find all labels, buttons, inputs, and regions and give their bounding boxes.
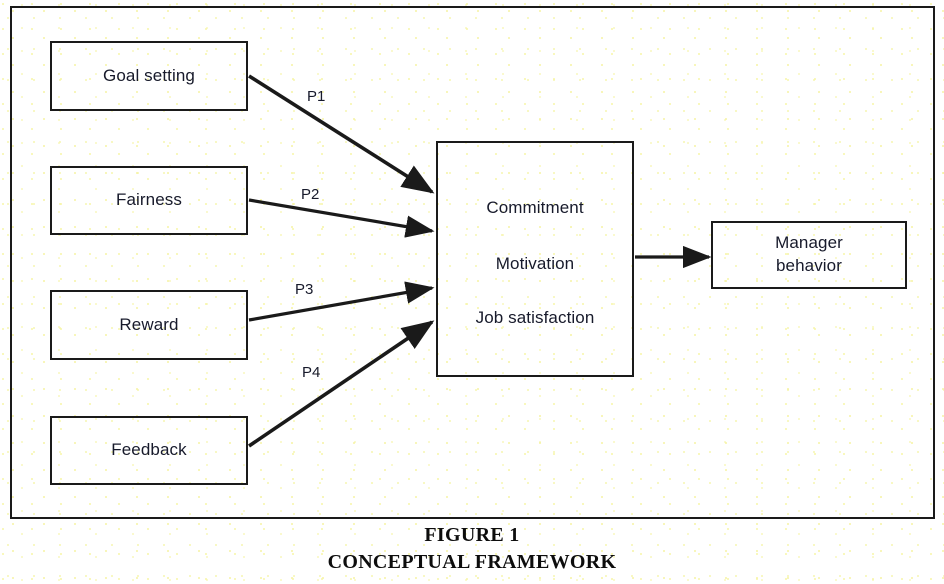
node-manager-behavior[interactable]: Manager behavior <box>711 221 907 289</box>
node-reward[interactable]: Reward <box>50 290 248 360</box>
node-goal-setting-label: Goal setting <box>103 65 195 85</box>
node-feedback-label: Feedback <box>111 440 187 460</box>
node-mediator-line-job-satisfaction: Job satisfaction <box>475 308 595 327</box>
node-goal-setting[interactable]: Goal setting <box>50 41 248 111</box>
node-fairness-label: Fairness <box>116 190 182 210</box>
proposition-label-p1: P1 <box>307 88 326 105</box>
node-mediator-line-commitment: Commitment <box>486 198 584 217</box>
figure-caption: FIGURE 1 CONCEPTUAL FRAMEWORK <box>0 522 944 576</box>
node-mediator[interactable]: Commitment Motivation Job satisfaction <box>436 141 634 377</box>
figure-caption-subtitle: CONCEPTUAL FRAMEWORK <box>327 551 617 573</box>
figure-caption-title: FIGURE 1 <box>424 524 520 546</box>
proposition-label-p2: P2 <box>301 186 320 203</box>
node-manager-behavior-line1: Manager <box>775 233 843 253</box>
node-manager-behavior-line2: behavior <box>775 256 842 275</box>
proposition-label-p3: P3 <box>295 281 314 298</box>
figure-border-frame <box>10 6 935 519</box>
node-reward-label: Reward <box>119 314 179 334</box>
node-fairness[interactable]: Fairness <box>50 166 248 235</box>
node-feedback[interactable]: Feedback <box>50 416 248 485</box>
proposition-label-p4: P4 <box>302 364 321 381</box>
node-mediator-line-motivation: Motivation <box>495 254 575 273</box>
